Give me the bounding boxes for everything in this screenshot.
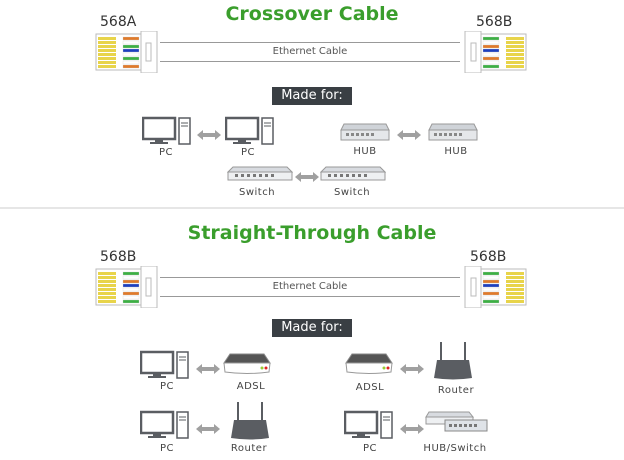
device-label: Switch [238, 187, 276, 198]
bidirectional-arrow-icon [196, 359, 220, 378]
device-label: Switch [333, 187, 371, 198]
bidirectional-arrow-icon [400, 419, 424, 438]
device-label: PC [158, 147, 173, 158]
bidirectional-arrow-icon [397, 125, 421, 144]
adsl-modem-icon [344, 353, 394, 379]
device-label: PC [362, 443, 377, 454]
device-label: Router [230, 443, 268, 454]
crossover-title: Crossover Cable [225, 3, 399, 25]
device-label: HUB [353, 146, 377, 157]
device-label: PC [159, 381, 174, 392]
device-label: ADSL [355, 382, 385, 393]
device-label: HUB [444, 146, 468, 157]
device-label: PC [240, 147, 255, 158]
cable-label: Ethernet Cable [272, 46, 348, 57]
straight-cable: Ethernet Cable [160, 277, 460, 297]
router-icon [230, 400, 270, 446]
crossover-right-standard: 568B [476, 14, 513, 30]
rj45-connector-568b-icon [95, 265, 167, 312]
bidirectional-arrow-icon [197, 125, 221, 144]
pc-icon [139, 410, 190, 444]
crossover-cable: Ethernet Cable [160, 42, 460, 62]
hub-icon [340, 123, 390, 145]
router-icon [433, 340, 473, 386]
bidirectional-arrow-icon [295, 167, 319, 186]
switch-icon [226, 166, 294, 186]
pc-icon [343, 410, 394, 444]
switch-icon [319, 166, 387, 186]
hub-switch-icon [425, 411, 489, 437]
straight-left-standard: 568B [100, 249, 137, 265]
pc-icon [139, 350, 190, 384]
device-label: ADSL [236, 381, 266, 392]
bidirectional-arrow-icon [196, 419, 220, 438]
straight-title: Straight-Through Cable [187, 222, 437, 244]
straight-right-standard: 568B [470, 249, 507, 265]
crossover-made-for: Made for: [272, 87, 352, 105]
bidirectional-arrow-icon [400, 359, 424, 378]
crossover-left-standard: 568A [100, 14, 137, 30]
cable-label: Ethernet Cable [272, 281, 348, 292]
device-label: HUB/Switch [423, 443, 487, 454]
hub-icon [428, 123, 478, 145]
pc-icon [141, 116, 192, 150]
rj45-connector-568b-icon [455, 265, 527, 312]
pc-icon [224, 116, 275, 150]
device-label: Router [437, 385, 475, 396]
adsl-modem-icon [222, 353, 272, 379]
device-label: PC [159, 443, 174, 454]
straight-made-for: Made for: [272, 319, 352, 337]
section-divider [0, 207, 624, 209]
rj45-connector-568a-icon [95, 30, 167, 77]
rj45-connector-568b-icon [455, 30, 527, 77]
